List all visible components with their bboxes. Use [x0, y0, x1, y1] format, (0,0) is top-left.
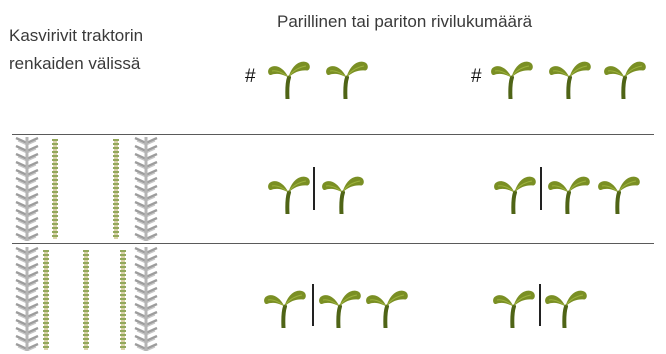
- column-header-title: Parillinen tai pariton rivilukumäärä: [277, 12, 533, 31]
- hash-symbol-odd: #: [471, 66, 482, 87]
- seedling-icon: [267, 170, 311, 214]
- crop-row-icon: [82, 250, 90, 350]
- seedling-icon: [321, 170, 365, 214]
- seedling-icon: [490, 55, 534, 99]
- seedling-icon: [548, 55, 592, 99]
- tire-track-icon: [134, 246, 158, 352]
- tire-track-icon: [15, 137, 39, 241]
- seedling-icon: [263, 284, 307, 328]
- hash-symbol-even: #: [245, 66, 256, 87]
- seedling-icon: [365, 284, 409, 328]
- crop-row-icon: [119, 250, 127, 350]
- crop-row-icon: [51, 139, 59, 239]
- tractor-center-line: [540, 167, 542, 210]
- crop-row-icon: [112, 139, 120, 239]
- left-title-line-2: renkaiden välissä: [9, 54, 141, 73]
- tire-track-icon: [134, 137, 158, 241]
- seedling-icon: [492, 284, 536, 328]
- tractor-center-line: [313, 167, 315, 210]
- tractor-center-line: [312, 284, 314, 326]
- tractor-center-line: [539, 284, 541, 326]
- seedling-icon: [325, 55, 369, 99]
- row-divider-1: [12, 134, 654, 135]
- crop-row-icon: [42, 250, 50, 350]
- seedling-icon: [603, 55, 647, 99]
- seedling-icon: [544, 284, 588, 328]
- left-column-title: Kasvirivit traktorin renkaiden välissä: [9, 22, 184, 78]
- seedling-icon: [267, 55, 311, 99]
- seedling-icon: [318, 284, 362, 328]
- seedling-icon: [547, 170, 591, 214]
- row-divider-2: [12, 243, 654, 244]
- seedling-icon: [597, 170, 641, 214]
- left-title-line-1: Kasvirivit traktorin: [9, 26, 144, 45]
- tire-track-icon: [15, 246, 39, 352]
- seedling-icon: [493, 170, 537, 214]
